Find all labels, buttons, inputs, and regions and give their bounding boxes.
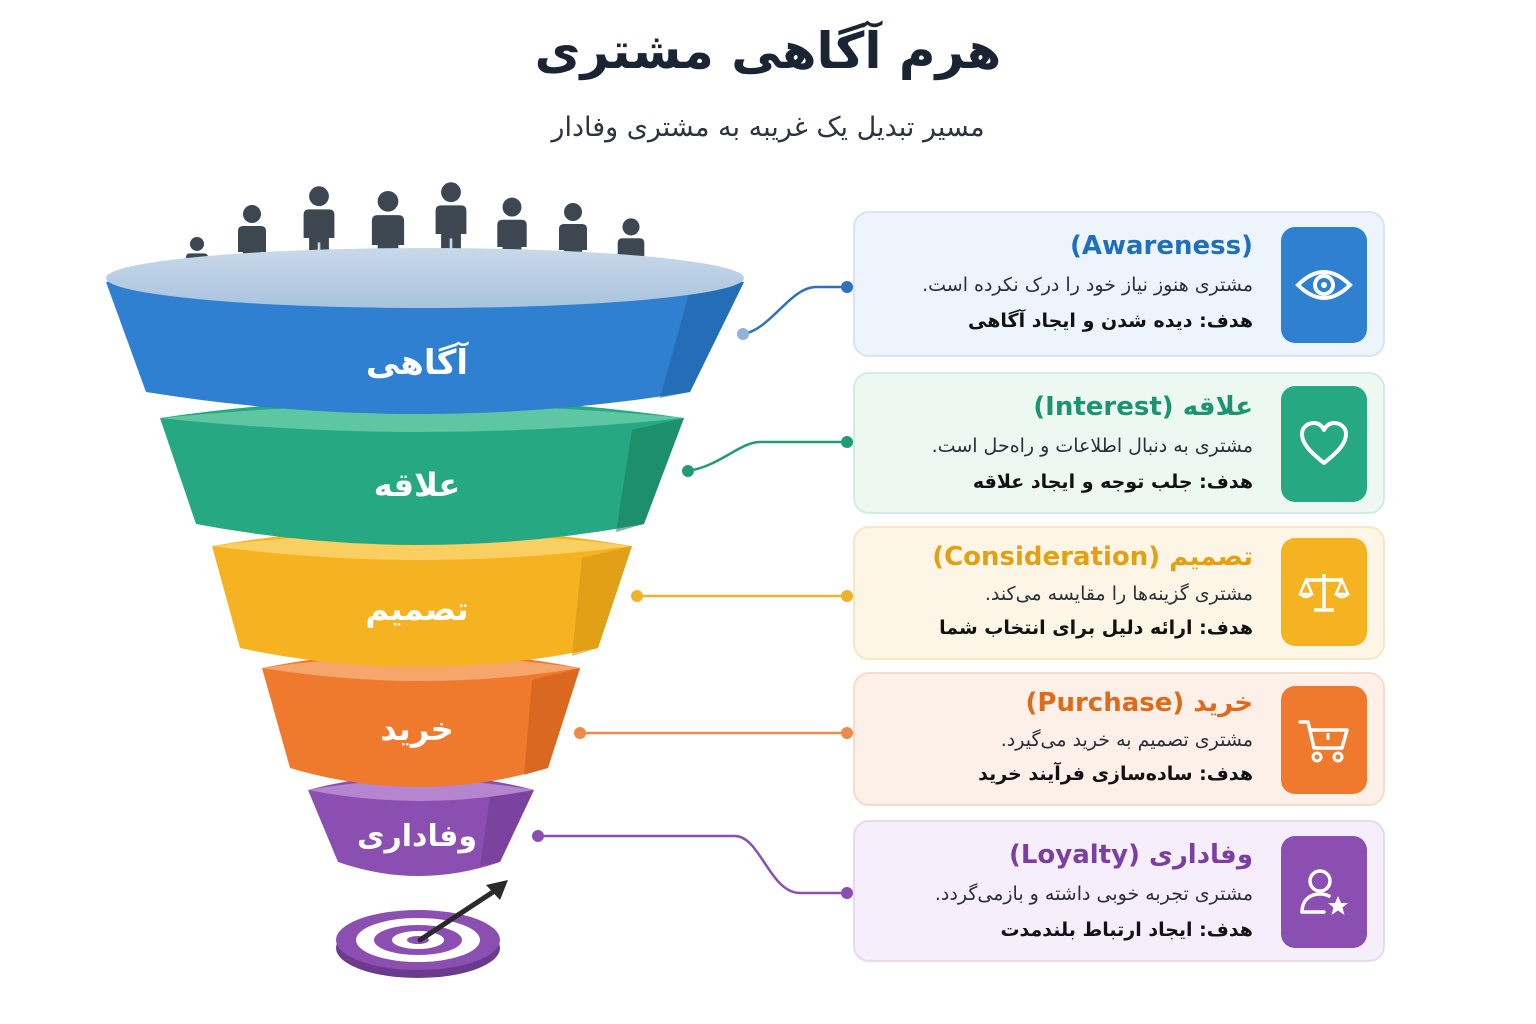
stage-description: مشتری هنوز نیاز خود را درک نکرده است. bbox=[922, 274, 1253, 296]
funnel-label-purchase: خرید bbox=[380, 710, 453, 748]
funnel-label-interest: علاقه bbox=[374, 466, 461, 504]
target-icon bbox=[336, 880, 508, 978]
stage-title: خرید (Purchase) bbox=[1025, 688, 1254, 718]
funnel-label-loyalty: وفاداری bbox=[357, 819, 477, 854]
funnel-label-consideration: تصمیم bbox=[365, 590, 468, 628]
stage-goal: هدف: جلب توجه و ایجاد علاقه bbox=[972, 471, 1253, 493]
stage-card-purchase: خرید (Purchase) مشتری تصمیم به خرید می‌گ… bbox=[853, 672, 1385, 806]
stage-card-loyalty: وفاداری (Loyalty) مشتری تجربه خوبی داشته… bbox=[853, 820, 1385, 962]
page-subtitle: مسیر تبدیل یک غریبه به مشتری وفادار bbox=[551, 112, 985, 143]
stage-card-awareness: (Awareness) مشتری هنوز نیاز خود را درک ن… bbox=[853, 211, 1385, 357]
eye-icon bbox=[1281, 227, 1367, 343]
stage-title: تصمیم (Consideration) bbox=[932, 542, 1253, 572]
stage-goal: هدف: ارائه دلیل برای انتخاب شما bbox=[939, 617, 1253, 639]
funnel-label-awareness: آگاهی bbox=[366, 341, 470, 383]
cart-icon bbox=[1281, 686, 1367, 794]
stage-goal: هدف: ایجاد ارتباط بلندمدت bbox=[1000, 919, 1253, 941]
page-title: هرم آگاهی مشتری bbox=[534, 22, 1002, 80]
stage-title: (Awareness) bbox=[1069, 231, 1253, 261]
scale-icon bbox=[1281, 538, 1367, 646]
funnel-layer-loyalty bbox=[308, 775, 534, 876]
heart-icon bbox=[1281, 386, 1367, 502]
stage-card-interest: علاقه (Interest) مشتری به دنبال اطلاعات … bbox=[853, 372, 1385, 514]
funnel-layer-awareness bbox=[106, 248, 744, 414]
connector-lines bbox=[532, 281, 853, 899]
funnel-layer-interest bbox=[160, 399, 684, 545]
stage-title: وفاداری (Loyalty) bbox=[1008, 840, 1253, 870]
stage-goal: هدف: ساده‌سازی فرآیند خرید bbox=[978, 763, 1253, 785]
stage-title: علاقه (Interest) bbox=[1033, 392, 1253, 422]
stage-description: مشتری گزینه‌ها را مقایسه می‌کند. bbox=[984, 583, 1253, 605]
stage-description: مشتری تصمیم به خرید می‌گیرد. bbox=[1000, 729, 1253, 751]
stage-card-consideration: تصمیم (Consideration) مشتری گزینه‌ها را … bbox=[853, 526, 1385, 660]
user-star-icon bbox=[1281, 836, 1367, 948]
stage-description: مشتری تجربه خوبی داشته و بازمی‌گردد. bbox=[934, 883, 1253, 905]
stage-description: مشتری به دنبال اطلاعات و راه‌حل است. bbox=[931, 435, 1253, 457]
stage-goal: هدف: دیده شدن و ایجاد آگاهی bbox=[968, 310, 1253, 332]
